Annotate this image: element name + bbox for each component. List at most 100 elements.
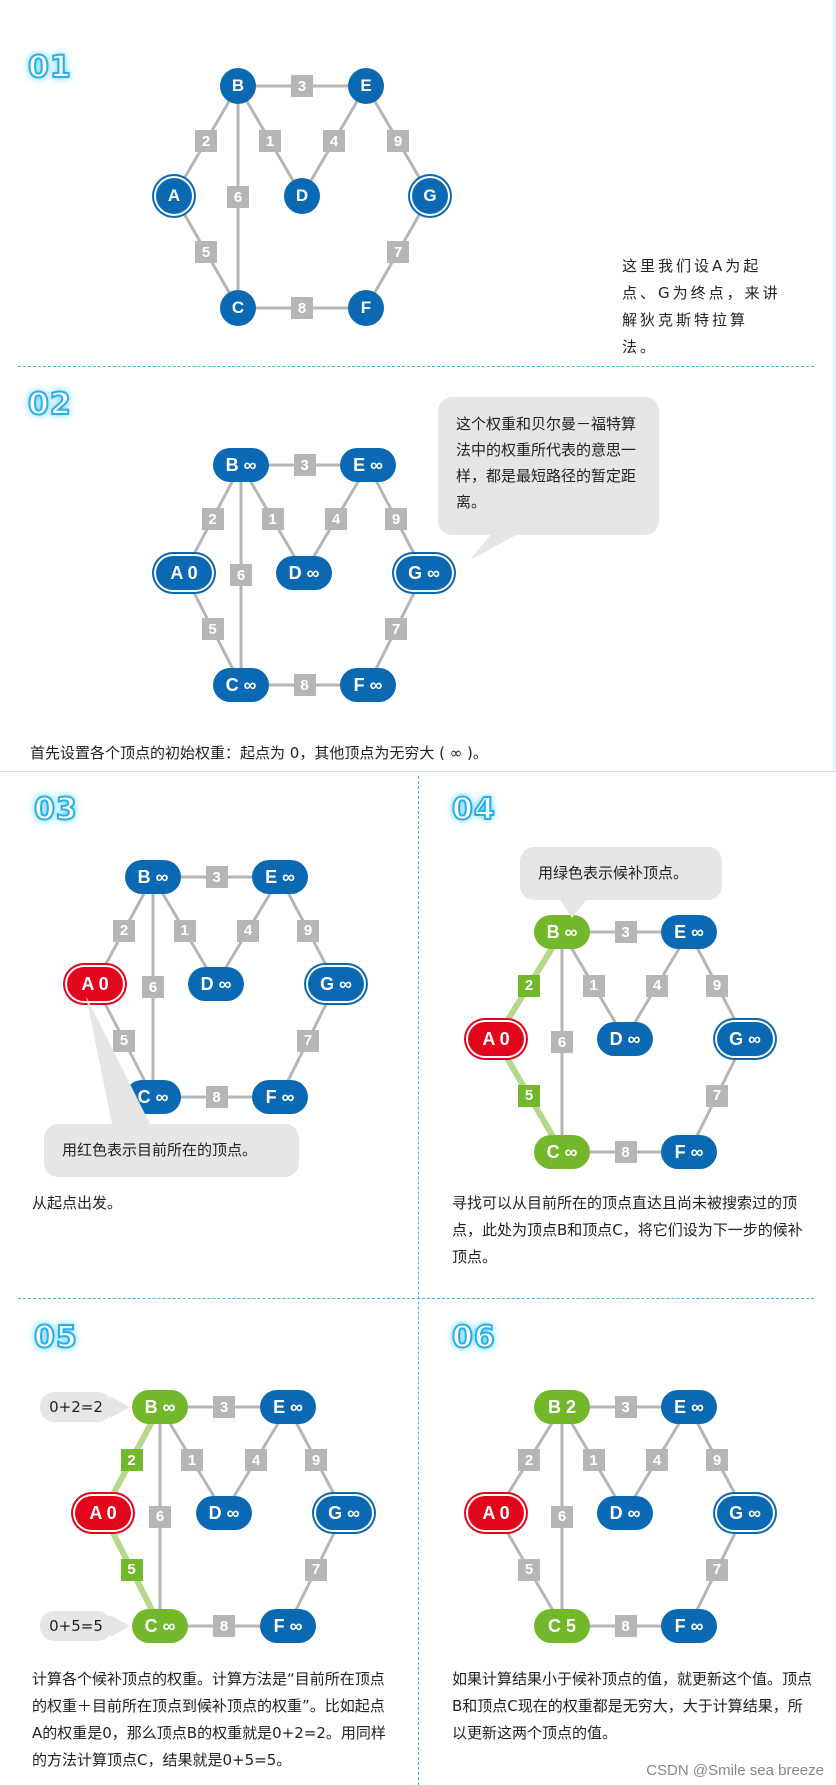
- step-06-text: 如果计算结果小于候补顶点的值，就更新这个值。顶点B和顶点C现在的权重都是无穷大，…: [452, 1670, 813, 1742]
- g3-node-B: B ∞: [125, 860, 181, 894]
- g5-weight-D-E: 4: [245, 1449, 267, 1471]
- step-02-bubble-text: 这个权重和贝尔曼－福特算法中的权重所代表的意思一样，都是最短路径的暂定距离。: [456, 415, 637, 511]
- watermark: CSDN @Smile sea breeze: [646, 1762, 824, 1779]
- g4-weight-F-G: 7: [706, 1084, 728, 1107]
- g3-weight-B-D: 1: [173, 919, 196, 942]
- step-05-text: 计算各个候补顶点的权重。计算方法是“目前所在顶点的权重＋目前所在顶点到候补顶点的…: [32, 1670, 386, 1769]
- g3-weight-A-C: 5: [113, 1029, 135, 1052]
- step-05-calc-c: 0+5=5: [40, 1611, 112, 1641]
- g5-weight-F-G: 7: [305, 1558, 327, 1581]
- g1-weight-E-G: 9: [387, 130, 409, 152]
- divider-1: [18, 366, 814, 367]
- g1-node-C: C: [220, 290, 256, 326]
- g4-weight-E-G: 9: [706, 974, 728, 997]
- g1-weight-B-C: 6: [227, 186, 249, 208]
- g1-node-B: B: [220, 68, 256, 104]
- step-02-bubble: 这个权重和贝尔曼－福特算法中的权重所代表的意思一样，都是最短路径的暂定距离。: [438, 397, 659, 535]
- step-number-01: 01: [27, 49, 72, 86]
- g1-weight-B-E: 3: [291, 75, 313, 97]
- g6-weight-C-F: 8: [614, 1615, 637, 1637]
- g3-node-G: G ∞: [308, 967, 364, 1001]
- g5-node-G: G ∞: [316, 1496, 372, 1530]
- g3-weight-B-C: 6: [142, 976, 164, 998]
- g6-weight-A-B: 2: [518, 1449, 540, 1471]
- g1-weight-D-E: 4: [323, 130, 345, 152]
- g4-node-D: D ∞: [597, 1022, 653, 1056]
- g6-weight-B-D: 1: [582, 1449, 605, 1471]
- g3-node-A: A 0: [67, 967, 123, 1001]
- g6-weight-D-E: 4: [646, 1449, 668, 1471]
- g6-node-B: B 2: [534, 1390, 590, 1424]
- step-03-text: 从起点出发。: [32, 1194, 123, 1212]
- g3-node-F: F ∞: [252, 1080, 308, 1114]
- g6-node-A: A 0: [468, 1496, 524, 1530]
- step-04-bubble: 用绿色表示候补顶点。: [520, 847, 722, 900]
- g5-weight-C-F: 8: [213, 1615, 235, 1637]
- g4-node-C: C ∞: [534, 1135, 590, 1169]
- g4-node-F: F ∞: [661, 1135, 717, 1169]
- g4-weight-C-F: 8: [614, 1141, 637, 1163]
- g2-weight-C-F: 8: [293, 674, 316, 696]
- divider-vertical: [418, 776, 419, 1785]
- g5-weight-A-B: 2: [120, 1449, 143, 1471]
- g2-node-F: F ∞: [340, 668, 396, 702]
- divider-2: [0, 771, 836, 772]
- g4-weight-B-C: 6: [551, 1031, 573, 1053]
- g2-weight-A-B: 2: [201, 508, 224, 530]
- step-number-05: 05: [33, 1319, 78, 1356]
- g6-node-G: G ∞: [717, 1496, 773, 1530]
- right-edge-strip: [833, 0, 836, 770]
- g5-weight-E-G: 9: [305, 1449, 327, 1471]
- g4-node-E: E ∞: [661, 915, 717, 949]
- g5-node-D: D ∞: [196, 1496, 252, 1530]
- step-number-06: 06: [451, 1319, 496, 1356]
- g5-node-A: A 0: [75, 1496, 131, 1530]
- g6-node-D: D ∞: [597, 1496, 653, 1530]
- g3-weight-D-E: 4: [237, 919, 259, 942]
- g2-weight-B-C: 6: [230, 564, 252, 586]
- g4-node-A: A 0: [468, 1022, 524, 1056]
- g3-node-C: C ∞: [125, 1080, 181, 1114]
- g2-node-C: C ∞: [213, 668, 269, 702]
- g4-weight-A-C: 5: [518, 1084, 540, 1107]
- g1-node-A: A: [156, 178, 192, 214]
- g5-node-C: C ∞: [132, 1609, 188, 1643]
- g1-weight-A-C: 5: [195, 241, 217, 263]
- g1-weight-B-D: 1: [259, 130, 281, 152]
- g5-node-F: F ∞: [260, 1609, 316, 1643]
- g1-node-D: D: [284, 178, 320, 214]
- g1-node-E: E: [348, 68, 384, 104]
- step-04-text: 寻找可以从目前所在的顶点直达且尚未被搜索过的顶点，此处为顶点B和顶点C，将它们设…: [452, 1194, 803, 1266]
- g3-weight-B-E: 3: [205, 866, 228, 888]
- g1-node-G: G: [412, 178, 448, 214]
- g6-node-C: C 5: [534, 1609, 590, 1643]
- g2-weight-F-G: 7: [385, 618, 407, 640]
- g5-weight-B-C: 6: [149, 1505, 171, 1528]
- g3-node-D: D ∞: [188, 967, 244, 1001]
- g2-weight-E-G: 9: [385, 508, 407, 530]
- g1-weight-F-G: 7: [387, 241, 409, 263]
- g2-node-B: B ∞: [213, 448, 269, 482]
- g4-weight-B-D: 1: [582, 974, 605, 997]
- g1-node-F: F: [348, 290, 384, 326]
- g2-node-E: E ∞: [340, 448, 396, 482]
- g3-node-E: E ∞: [252, 860, 308, 894]
- g4-weight-B-E: 3: [614, 921, 637, 943]
- g3-weight-A-B: 2: [113, 919, 135, 942]
- g4-node-B: B ∞: [534, 915, 590, 949]
- g5-weight-A-C: 5: [120, 1558, 143, 1581]
- g3-weight-E-G: 9: [297, 919, 319, 942]
- g6-weight-F-G: 7: [706, 1558, 728, 1581]
- divider-3: [18, 1298, 814, 1299]
- step-03-bubble: 用红色表示目前所在的顶点。: [44, 1124, 299, 1177]
- step-02-text: 首先设置各个顶点的初始权重：起点为 0，其他顶点为无穷大 ( ∞ )。: [30, 744, 488, 762]
- step-03-bubble-text: 用红色表示目前所在的顶点。: [62, 1141, 258, 1159]
- g6-weight-A-C: 5: [518, 1558, 540, 1581]
- g2-weight-D-E: 4: [325, 508, 347, 530]
- g3-weight-F-G: 7: [297, 1029, 319, 1052]
- g5-weight-B-D: 1: [181, 1449, 203, 1471]
- step-04-bubble-text: 用绿色表示候补顶点。: [538, 864, 689, 882]
- g4-weight-D-E: 4: [646, 974, 668, 997]
- g2-weight-B-E: 3: [293, 454, 316, 476]
- g2-weight-A-C: 5: [201, 618, 224, 640]
